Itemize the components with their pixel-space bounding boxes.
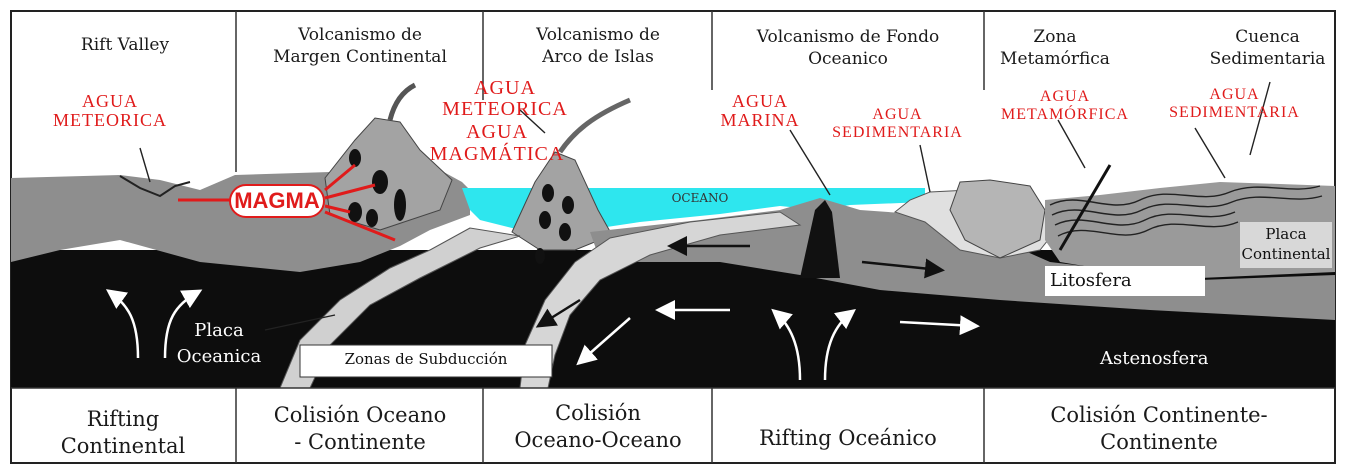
label-litosfera: Litosfera: [1050, 270, 1190, 291]
label-magma: MAGMA: [230, 187, 324, 215]
label-agua-sedimentaria-right: AGUA SEDIMENTARIA: [1152, 86, 1317, 122]
header-fondo-oceanico: Volcanismo de Fondo Oceanico: [714, 26, 982, 70]
footer-colision-oceano-continente: Colisión Oceano - Continente: [238, 402, 482, 456]
label-zonas-subduccion: Zonas de Subducción: [300, 350, 552, 368]
footer-rifting-continental: Rifting Continental: [13, 406, 233, 460]
label-agua-magmatica: AGUA MAGMÁTICA: [412, 121, 582, 165]
header-rift-valley: Rift Valley: [40, 34, 210, 56]
label-agua-meteorica-mid: AGUA METEORICA: [420, 78, 590, 120]
header-arco-islas: Volcanismo de Arco de Islas: [485, 24, 711, 68]
label-agua-meteorica-left: AGUA METEORICA: [25, 92, 195, 130]
footer-colision-continente-continente: Colisión Continente- Continente: [986, 402, 1332, 456]
header-margen-continental: Volcanismo de Margen Continental: [240, 24, 480, 68]
label-agua-marina: AGUA MARINA: [710, 92, 810, 130]
footer-rifting-oceanico: Rifting Oceánico: [714, 425, 982, 452]
header-zona-metamorfica: Zona Metamórfica: [985, 26, 1125, 70]
label-astenosfera: Astenosfera: [1100, 348, 1280, 369]
footer-colision-oceano-oceano: Colisión Oceano-Oceano: [485, 400, 711, 454]
label-agua-sedimentaria-mid: AGUA SEDIMENTARIA: [815, 106, 980, 142]
label-placa-continental: Placa Continental: [1240, 224, 1332, 264]
label-agua-metamorfica: AGUA METAMÓRFICA: [985, 88, 1145, 124]
label-placa-oceanica: Placa Oceanica: [160, 318, 278, 370]
header-cuenca-sedimentaria: Cuenca Sedimentaria: [1195, 26, 1340, 70]
label-oceano: OCEANO: [640, 191, 760, 205]
